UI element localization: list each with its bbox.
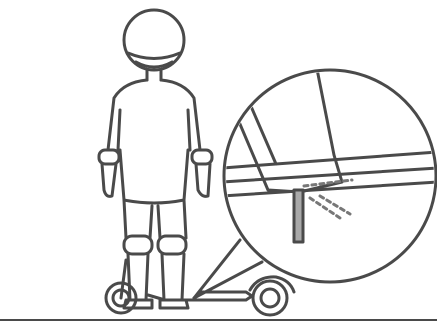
- magnifier-callout-icon: [222, 64, 437, 282]
- kickstand-icon: [294, 190, 303, 242]
- knee-pad-icon: [124, 236, 186, 254]
- elbow-pad-icon: [99, 150, 212, 164]
- rider-legs: [124, 200, 186, 238]
- helmet-icon: [124, 10, 184, 70]
- scooter-rear-wheel: [250, 277, 294, 315]
- rider-torso: [108, 80, 200, 150]
- rider-figure-icon: [99, 10, 212, 308]
